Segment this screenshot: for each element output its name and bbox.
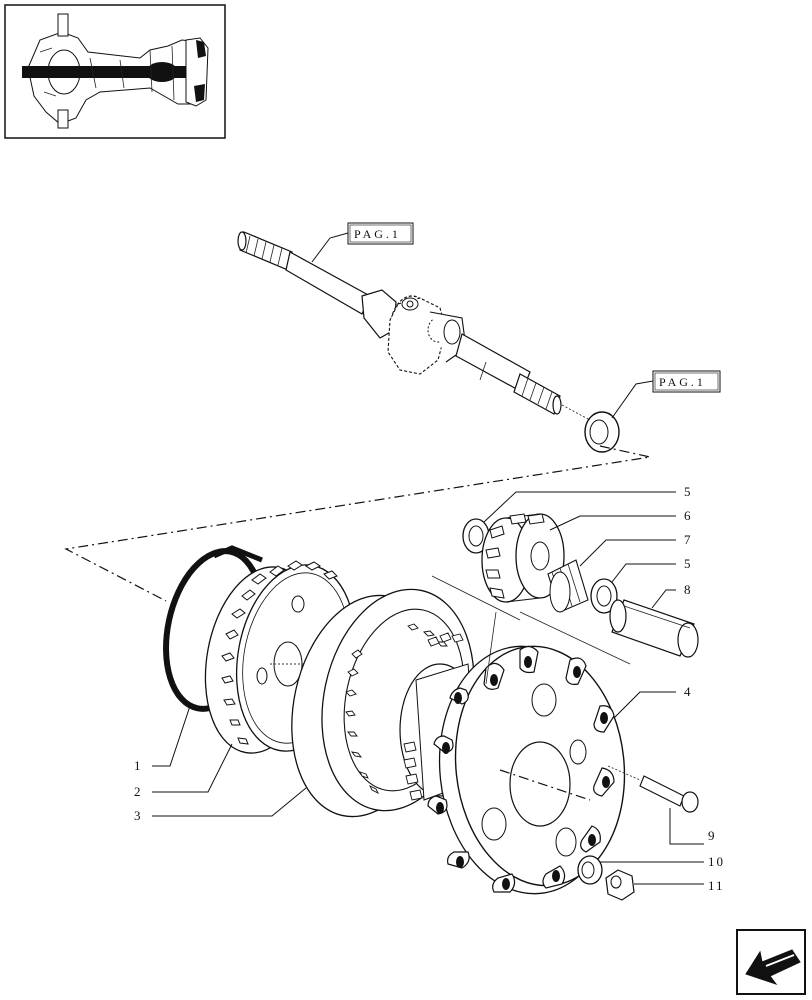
planet-pin <box>609 599 699 658</box>
callout-label-8: 8 <box>684 582 693 597</box>
lock-washer <box>577 855 603 885</box>
callout-6: 6 <box>549 508 693 531</box>
callout-label-11: 11 <box>708 878 725 893</box>
callout-7: 7 <box>579 532 693 567</box>
callout-9: 9 <box>669 808 717 845</box>
callout-label-3: 3 <box>134 808 143 823</box>
callout-11: 11 <box>634 878 725 893</box>
callout-label-6: 6 <box>684 508 693 523</box>
callout-1: 1 <box>134 705 191 773</box>
callout-label-2: 2 <box>134 784 143 799</box>
callout-label-7: 7 <box>684 532 693 547</box>
axle-overview-thumbnail[interactable] <box>4 4 226 139</box>
callout-label-9: 9 <box>708 828 717 843</box>
callout-label-5b: 5 <box>684 556 693 571</box>
bolt <box>607 765 699 813</box>
shaft-page-reference[interactable]: PAG.1 <box>311 222 414 263</box>
washer-page-reference[interactable]: PAG.1 <box>611 370 721 419</box>
callout-label-1: 1 <box>134 758 143 773</box>
callout-2: 2 <box>134 743 233 799</box>
callout-3: 3 <box>134 787 307 823</box>
callout-5b: 5 <box>611 556 693 583</box>
washer-5a <box>462 518 490 554</box>
needle-bearing <box>547 559 589 613</box>
hex-nut <box>605 869 635 901</box>
axle-shaft-assembly <box>237 231 620 453</box>
callout-5a: 5 <box>483 484 693 523</box>
next-page-arrow-icon[interactable] <box>736 929 806 995</box>
shaft-reference-text: PAG.1 <box>354 227 401 241</box>
callout-label-10: 10 <box>708 854 725 869</box>
callout-8: 8 <box>651 582 693 609</box>
callout-4: 4 <box>613 684 693 719</box>
callout-label-4: 4 <box>684 684 693 699</box>
callout-10: 10 <box>600 854 725 869</box>
washer-reference-text: PAG.1 <box>659 375 706 389</box>
callout-label-5a: 5 <box>684 484 693 499</box>
assembly-path-line <box>64 445 651 602</box>
planet-carrier-hub <box>427 645 626 895</box>
washer-5b <box>590 578 618 614</box>
